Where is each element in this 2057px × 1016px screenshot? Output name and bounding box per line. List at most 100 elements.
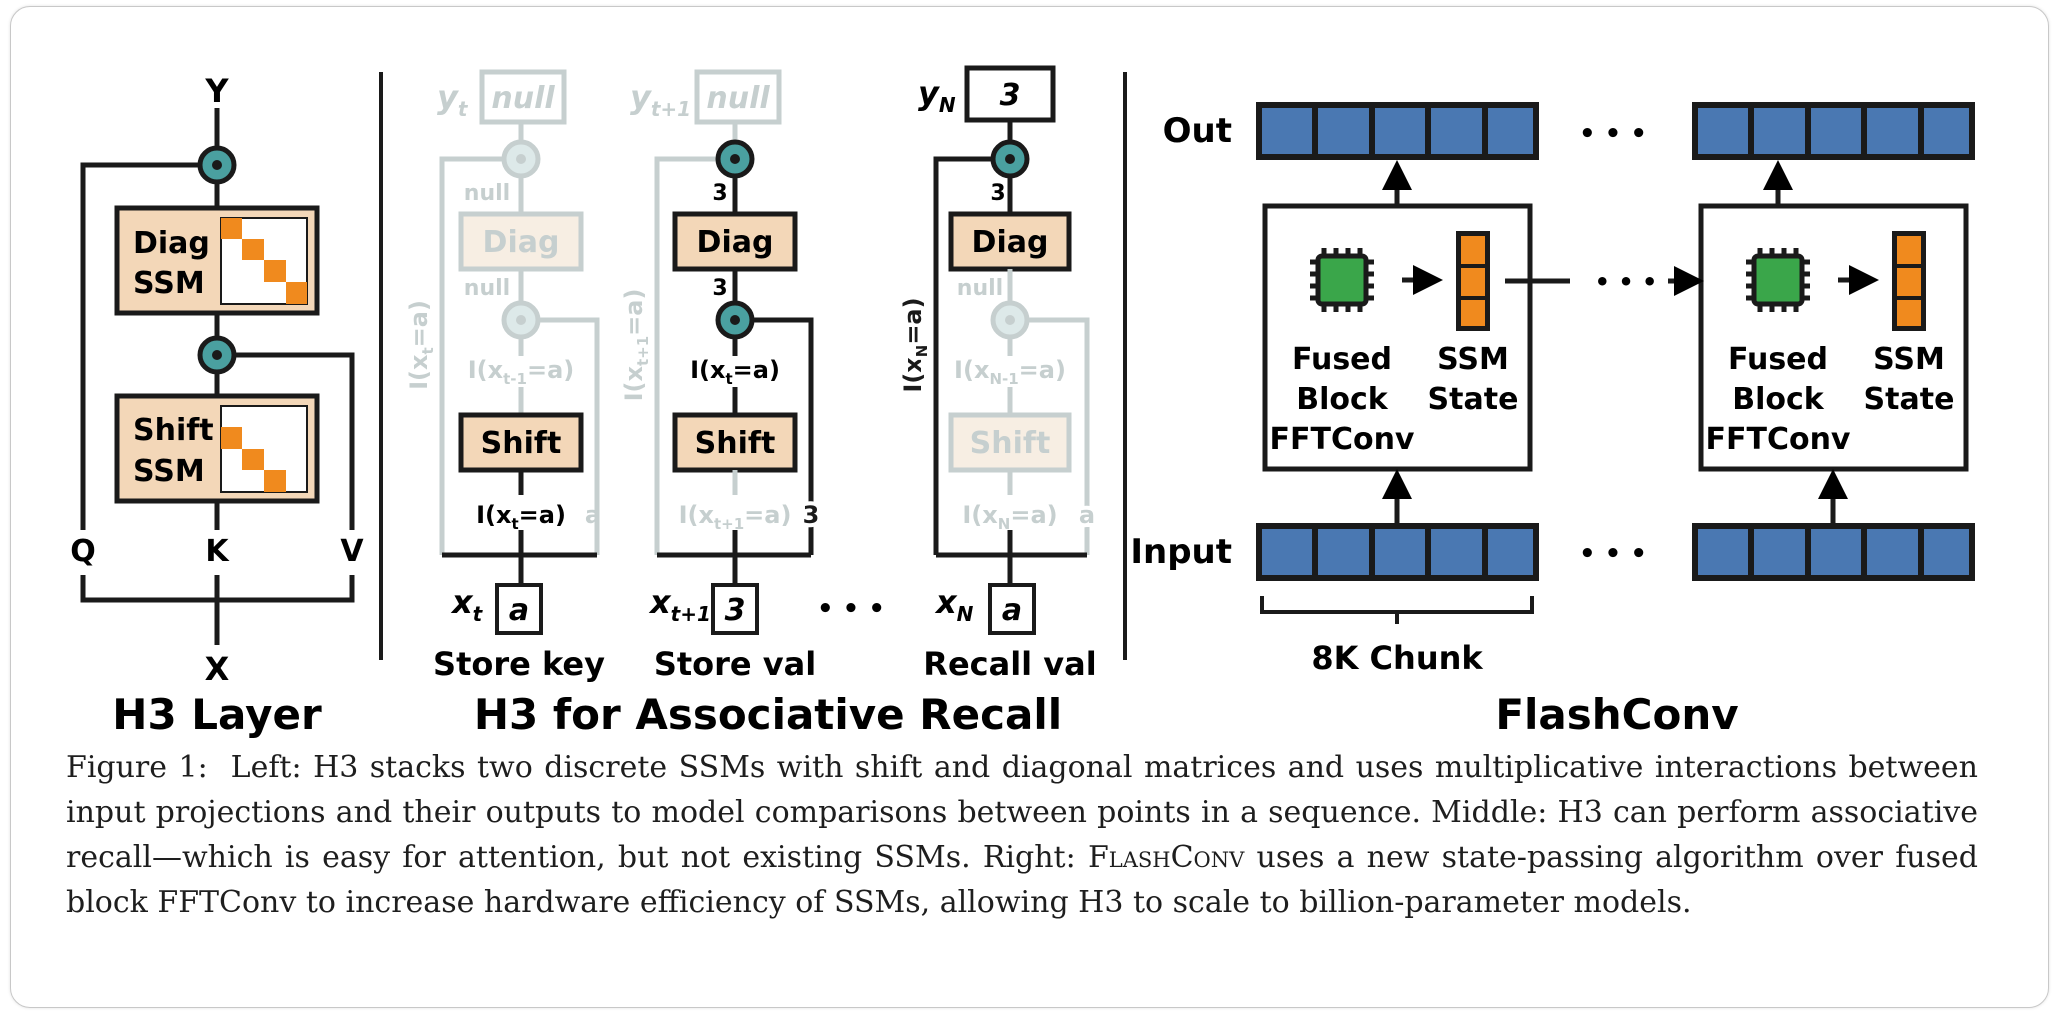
state-pass-ellipsis: • • • bbox=[1595, 268, 1658, 296]
y-t-value: null bbox=[491, 81, 555, 116]
recall-shift-label: Shift bbox=[970, 426, 1051, 461]
store-key-shift-label: Shift bbox=[481, 426, 562, 461]
x-t-value-box bbox=[495, 583, 543, 635]
y-n-label: yN bbox=[918, 74, 956, 117]
multiply-node-recall-top bbox=[993, 142, 1027, 176]
h3-layer-panel: Y Diag SSM Shift SSM bbox=[70, 72, 364, 739]
shift-ssm-line1: Shift bbox=[133, 413, 214, 448]
multiply-node-top bbox=[200, 148, 234, 182]
ssm-state-icon bbox=[1456, 231, 1490, 331]
fused-block-right-line3: FFTConv bbox=[1706, 422, 1851, 457]
recall-column-store-val: yt+1 null 3 Diag 3 I(xt=a) Shift I(xt+1=… bbox=[620, 69, 823, 683]
chunk-brace bbox=[1260, 596, 1534, 614]
multiply-node-middle bbox=[200, 338, 234, 372]
fused-block-left: Fused Block FFTConv SSM State bbox=[1262, 203, 1533, 472]
caption-text-part2: uses a new state-passing algorithm over … bbox=[66, 840, 1978, 920]
y-t1-value-box bbox=[694, 69, 782, 125]
shift-ssm-line2: SSM bbox=[133, 454, 205, 489]
k-label: K bbox=[205, 534, 230, 569]
store-val-diag-label: Diag bbox=[697, 225, 774, 260]
store-key-diag-label: Diag bbox=[483, 225, 560, 260]
multiply-node-recall-mid bbox=[993, 303, 1027, 337]
flashconv-panel: Out Input bbox=[1130, 102, 1975, 739]
y-t1-label: yt+1 bbox=[630, 78, 691, 121]
store-key-below-diag: null bbox=[464, 276, 510, 301]
fused-block-right: Fused Block FFTConv SSM State bbox=[1698, 203, 1969, 472]
chunk-label: 8K Chunk bbox=[1311, 639, 1483, 677]
store-key-bottom-expr: I(xt=a) bbox=[476, 501, 566, 533]
y-n-value-box bbox=[964, 65, 1056, 123]
y-t-value-box bbox=[479, 69, 567, 125]
input-sequence-right bbox=[1692, 523, 1975, 581]
output-ellipsis: • • • bbox=[1579, 119, 1647, 149]
figure-caption: Figure 1: Left: H3 stacks two discrete S… bbox=[66, 745, 1978, 925]
input-ellipsis: • • • bbox=[1579, 539, 1647, 569]
recall-left-expr: I(xN=a) bbox=[899, 297, 931, 392]
ssm-state-icon bbox=[1892, 231, 1926, 331]
fused-block-left-line3: FFTConv bbox=[1270, 422, 1415, 457]
multiply-node-store-val-mid bbox=[718, 303, 752, 337]
shift-ssm-block: Shift SSM bbox=[114, 393, 320, 504]
input-sequence-left bbox=[1256, 523, 1539, 581]
x-t1-value: 3 bbox=[725, 593, 746, 628]
h3-input-label: X bbox=[205, 650, 230, 688]
caption-text-part1: Left: H3 stacks two discrete SSMs with s… bbox=[66, 750, 1978, 875]
ssm-state-left-line2: State bbox=[1428, 382, 1519, 417]
recall-below-diag: null bbox=[957, 276, 1003, 301]
recall-column-store-key: yt null null Diag null I(xt-1=a) Shift I… bbox=[405, 69, 605, 683]
x-n-value: a bbox=[1002, 593, 1022, 628]
diag-ssm-block: Diag SSM bbox=[114, 205, 320, 316]
v-label: V bbox=[340, 534, 364, 569]
store-val-shift-label: Shift bbox=[695, 426, 776, 461]
flashconv-title: FlashConv bbox=[1495, 690, 1738, 739]
recall-ellipsis: • • • bbox=[817, 594, 885, 624]
caption-flashconv-smallcaps: FlashConv bbox=[1087, 840, 1245, 875]
input-label: Input bbox=[1130, 532, 1232, 572]
multiply-node-store-val-top bbox=[718, 142, 752, 176]
recall-column-recall-val: yN 3 3 Diag null I(xN-1=a) Shift I(xN=a)… bbox=[895, 65, 1099, 683]
fused-block-right-line2: Block bbox=[1732, 382, 1825, 417]
y-t-label: yt bbox=[437, 78, 469, 121]
store-key-caption: Store key bbox=[433, 645, 605, 683]
output-sequence-right bbox=[1692, 102, 1975, 160]
recall-val-caption: Recall val bbox=[923, 645, 1096, 683]
store-key-mid-expr: I(xt-1=a) bbox=[468, 356, 575, 388]
recall-bottom-expr: I(xN=a) bbox=[962, 501, 1057, 533]
x-t1-value-box bbox=[711, 583, 759, 635]
store-key-left-expr: I(xt=a) bbox=[405, 300, 437, 390]
store-key-diag-block bbox=[458, 211, 584, 272]
store-val-right-value: 3 bbox=[803, 501, 820, 529]
h3-layer-title: H3 Layer bbox=[112, 690, 322, 739]
fused-block-right-line1: Fused bbox=[1728, 342, 1828, 377]
gpu-chip-icon bbox=[1746, 248, 1810, 312]
associative-recall-panel: yt null null Diag null I(xt-1=a) Shift I… bbox=[405, 65, 1099, 739]
recall-above-diag: 3 bbox=[990, 181, 1005, 206]
q-wire bbox=[80, 162, 200, 530]
store-val-caption: Store val bbox=[654, 645, 816, 683]
multiply-node-store-key-top bbox=[504, 142, 538, 176]
fused-block-left-line2: Block bbox=[1296, 382, 1389, 417]
recall-mid-expr: I(xN-1=a) bbox=[954, 356, 1066, 388]
store-key-above-diag: null bbox=[464, 181, 510, 206]
recall-shift-block bbox=[948, 412, 1072, 473]
recall-diag-label: Diag bbox=[972, 225, 1049, 260]
multiply-node-store-key-mid bbox=[504, 303, 538, 337]
store-val-above-diag: 3 bbox=[712, 181, 727, 206]
x-t-label: xt bbox=[450, 583, 484, 626]
x-n-label: xN bbox=[934, 583, 974, 626]
h3-output-label: Y bbox=[204, 72, 229, 110]
x-t1-label: xt+1 bbox=[648, 583, 711, 626]
ssm-state-right-line1: SSM bbox=[1873, 342, 1945, 377]
diagonal-matrix-icon bbox=[220, 217, 308, 305]
store-val-diag-block bbox=[672, 211, 798, 272]
associative-recall-title: H3 for Associative Recall bbox=[474, 690, 1062, 739]
gpu-chip-icon bbox=[1310, 248, 1374, 312]
diag-ssm-line2: SSM bbox=[133, 266, 205, 301]
y-t1-value: null bbox=[706, 81, 770, 116]
x-n-value-box bbox=[988, 583, 1036, 635]
out-label: Out bbox=[1163, 111, 1232, 151]
store-key-right-value: a bbox=[585, 501, 601, 529]
store-val-bottom-expr: I(xt+1=a) bbox=[679, 501, 792, 533]
ssm-state-right-line2: State bbox=[1864, 382, 1955, 417]
